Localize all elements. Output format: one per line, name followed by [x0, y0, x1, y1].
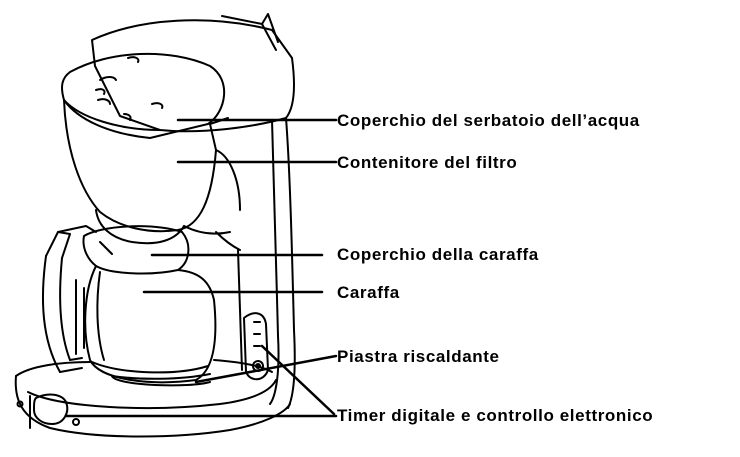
leader-line-warming-plate [194, 354, 338, 384]
filter-holder-drawing [63, 99, 241, 245]
label-water-tank-lid: Coperchio del serbatoio dell’acqua [337, 111, 640, 130]
base-drawing [14, 312, 291, 438]
tank-lid-drawing [61, 13, 295, 139]
label-timer: Timer digitale e controllo elettronico [337, 406, 654, 425]
leader-lines [64, 118, 338, 418]
label-filter-holder: Contenitore del filtro [337, 153, 518, 172]
label-carafe: Caraffa [337, 283, 400, 302]
carafe-drawing [75, 265, 217, 384]
label-warming-plate: Piastra riscaldante [337, 347, 500, 366]
leader-line-timer-controls [260, 344, 336, 416]
carafe-lid-drawing [41, 225, 190, 373]
label-carafe-lid: Coperchio della caraffa [337, 245, 539, 264]
